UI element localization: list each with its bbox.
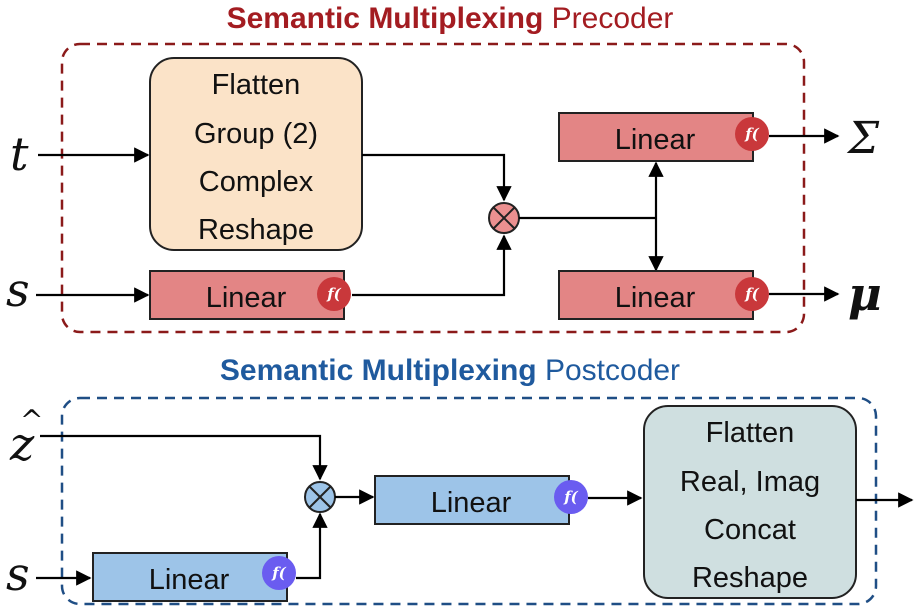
postcoder-flatten-line-2: Real, Imag [680,466,820,498]
precoder-linear-s-label: Linear [206,282,287,314]
postcoder-input-z-hat: ^ [20,404,43,437]
precoder-input-t: t [10,127,29,181]
multiply-circle-icon [304,481,336,513]
postcoder-title-bold: Semantic Multiplexing [220,354,537,387]
postcoder-flatten-line-4: Reshape [692,562,808,594]
precoder-flatten-line-2: Group (2) [194,118,318,150]
svg-text:f(: f( [271,564,286,582]
precoder-linear-sigma-label: Linear [615,124,696,156]
precoder-flatten-line-1: Flatten [212,69,301,101]
postcoder-linear-mid-label: Linear [431,487,512,519]
postcoder-flatten-line-1: Flatten [706,417,795,449]
postcoder-linear-s-label: Linear [149,564,230,596]
precoder-title-bold: Semantic Multiplexing [227,2,544,35]
postcoder-z-arrow [40,434,328,481]
svg-text:f(: f( [563,488,578,506]
precoder-linear-mu-label: Linear [615,282,696,314]
activation-function-icon: f( [262,556,296,590]
svg-text:f(: f( [326,285,341,303]
svg-text:f(: f( [744,125,759,143]
postcoder-title: Semantic Multiplexing Postcoder [220,354,680,387]
precoder-input-s: s [6,263,30,317]
multiply-circle-icon [488,202,520,234]
activation-function-icon: f( [735,117,769,151]
activation-function-icon: f( [317,277,351,311]
precoder-flatten-to-multiply [362,153,512,202]
postcoder-input-z: z [9,417,35,471]
postcoder-flatten-line-3: Concat [704,514,796,546]
precoder-linear-s-box [149,270,345,320]
postcoder-linear-mid-box [374,475,570,525]
svg-text:f(: f( [744,285,759,303]
precoder-title: Semantic Multiplexing Precoder [227,2,674,35]
precoder-frame [60,42,806,334]
precoder-output-mu: μ [848,267,882,321]
activation-function-icon: f( [554,480,588,514]
postcoder-linear-to-multiply [296,512,328,580]
postcoder-title-rest: Postcoder [537,354,680,387]
precoder-flatten-line-4: Reshape [198,214,314,246]
activation-function-icon: f( [735,277,769,311]
postcoder-input-s: s [6,547,30,601]
postcoder-linear-s-box [92,552,288,602]
precoder-linear-to-multiply [352,234,512,297]
precoder-flatten-line-3: Complex [199,166,314,198]
postcoder-flatten-box [643,405,857,599]
precoder-output-sigma: Σ [846,113,880,164]
precoder-title-rest: Precoder [543,2,673,35]
